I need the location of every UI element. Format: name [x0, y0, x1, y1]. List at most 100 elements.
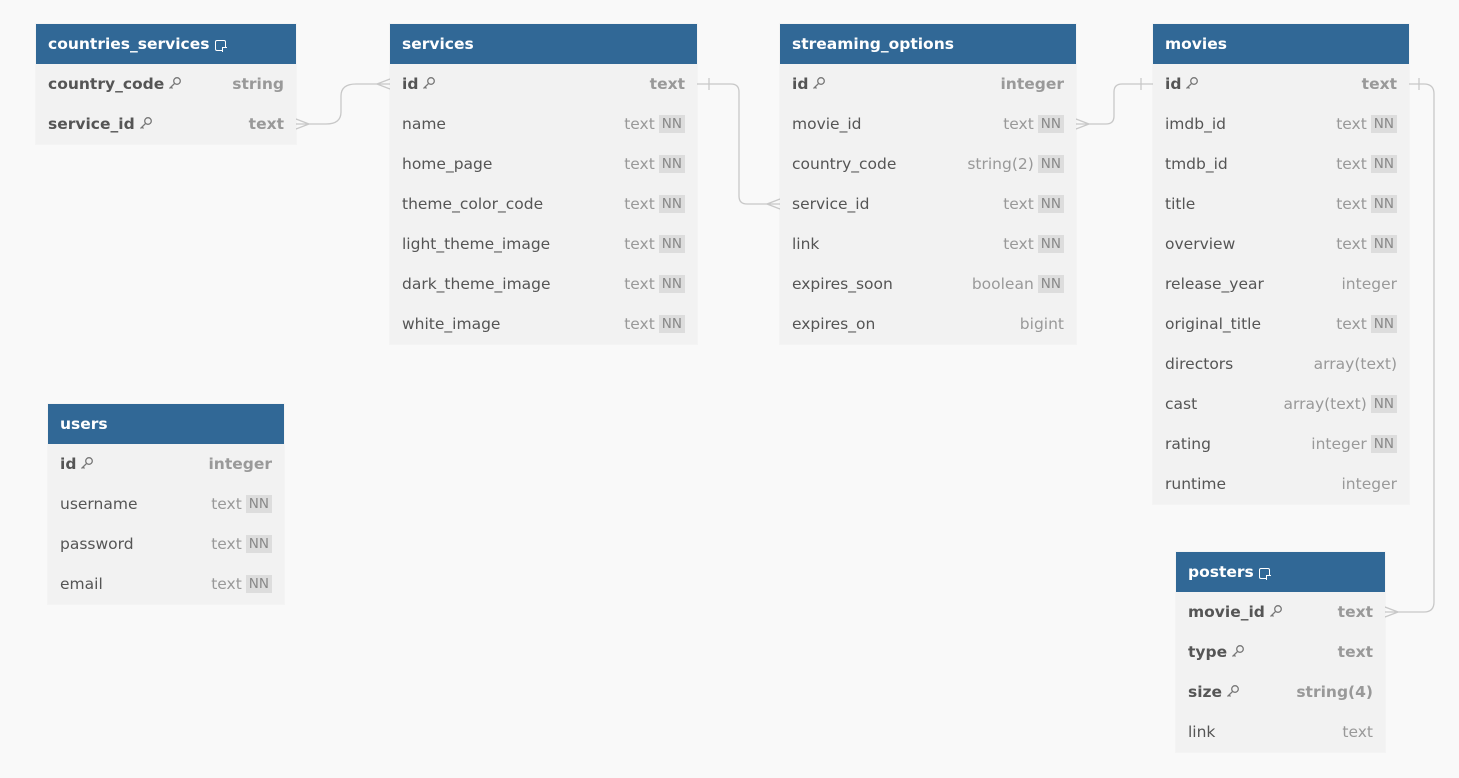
column-name: directors — [1165, 355, 1314, 373]
key-icon — [1269, 605, 1282, 617]
note-icon[interactable] — [1258, 567, 1271, 580]
column-name-text: username — [60, 495, 138, 513]
column-name-text: runtime — [1165, 475, 1227, 493]
table-header[interactable]: users — [48, 404, 284, 444]
key-icon — [139, 117, 152, 129]
column-name-text: email — [60, 575, 103, 593]
column-name-text: home_page — [402, 155, 493, 173]
column-name: white_image — [402, 315, 624, 333]
table-header[interactable]: posters — [1176, 552, 1385, 592]
column-type: text — [211, 575, 242, 593]
column-name: email — [60, 575, 211, 593]
key-icon — [169, 77, 182, 89]
column-name-text: original_title — [1165, 315, 1261, 333]
column-type: text — [624, 315, 655, 333]
key-icon — [81, 457, 94, 469]
column-type: integer — [1341, 475, 1398, 493]
column-type: text — [211, 495, 242, 513]
column-name-text: id — [792, 75, 809, 93]
not-null-badge: NN — [1370, 235, 1397, 253]
column-name: tmdb_id — [1165, 155, 1336, 173]
column-name-text: tmdb_id — [1165, 155, 1228, 173]
column-type: integer — [208, 455, 272, 473]
column-type: text — [1003, 235, 1034, 253]
column-name: home_page — [402, 155, 624, 173]
column-name: movie_id — [792, 115, 1003, 133]
table-name: streaming_options — [792, 35, 954, 53]
column-name-text: directors — [1165, 355, 1234, 373]
column-name-text: id — [402, 75, 419, 93]
column-name-text: theme_color_code — [402, 195, 544, 213]
not-null-badge: NN — [1037, 195, 1064, 213]
column-name: service_id — [48, 115, 249, 133]
relationship-line-services-streaming — [697, 83, 780, 205]
not-null-badge: NN — [1370, 395, 1397, 413]
column-type: string(4) — [1296, 683, 1373, 701]
column-name-text: white_image — [402, 315, 501, 333]
column-type: text — [1336, 235, 1367, 253]
column-name: link — [792, 235, 1003, 253]
column-name: release_year — [1165, 275, 1342, 293]
not-null-badge: NN — [1370, 195, 1397, 213]
column-row[interactable]: movie_id text — [1176, 592, 1385, 632]
column-type: boolean — [971, 275, 1034, 293]
column-name: name — [402, 115, 624, 133]
table-header[interactable]: streaming_options — [780, 24, 1076, 64]
not-null-badge: NN — [1370, 435, 1397, 453]
table-header[interactable]: countries_services — [36, 24, 296, 64]
column-type: text — [1337, 603, 1373, 621]
table-header[interactable]: movies — [1153, 24, 1409, 64]
column-name-text: dark_theme_image — [402, 275, 551, 293]
table-header[interactable]: services — [390, 24, 697, 64]
relationship-line-countries-services — [296, 83, 390, 125]
column-name-text: movie_id — [1188, 603, 1265, 621]
note-icon[interactable] — [214, 39, 227, 52]
column-name: movie_id — [1188, 603, 1338, 621]
column-name: password — [60, 535, 211, 553]
column-name: id — [402, 75, 650, 93]
relationship-line-streaming-movies — [1076, 83, 1153, 125]
not-null-badge: NN — [1037, 155, 1064, 173]
column-row[interactable]: runtime integer — [1153, 464, 1409, 504]
